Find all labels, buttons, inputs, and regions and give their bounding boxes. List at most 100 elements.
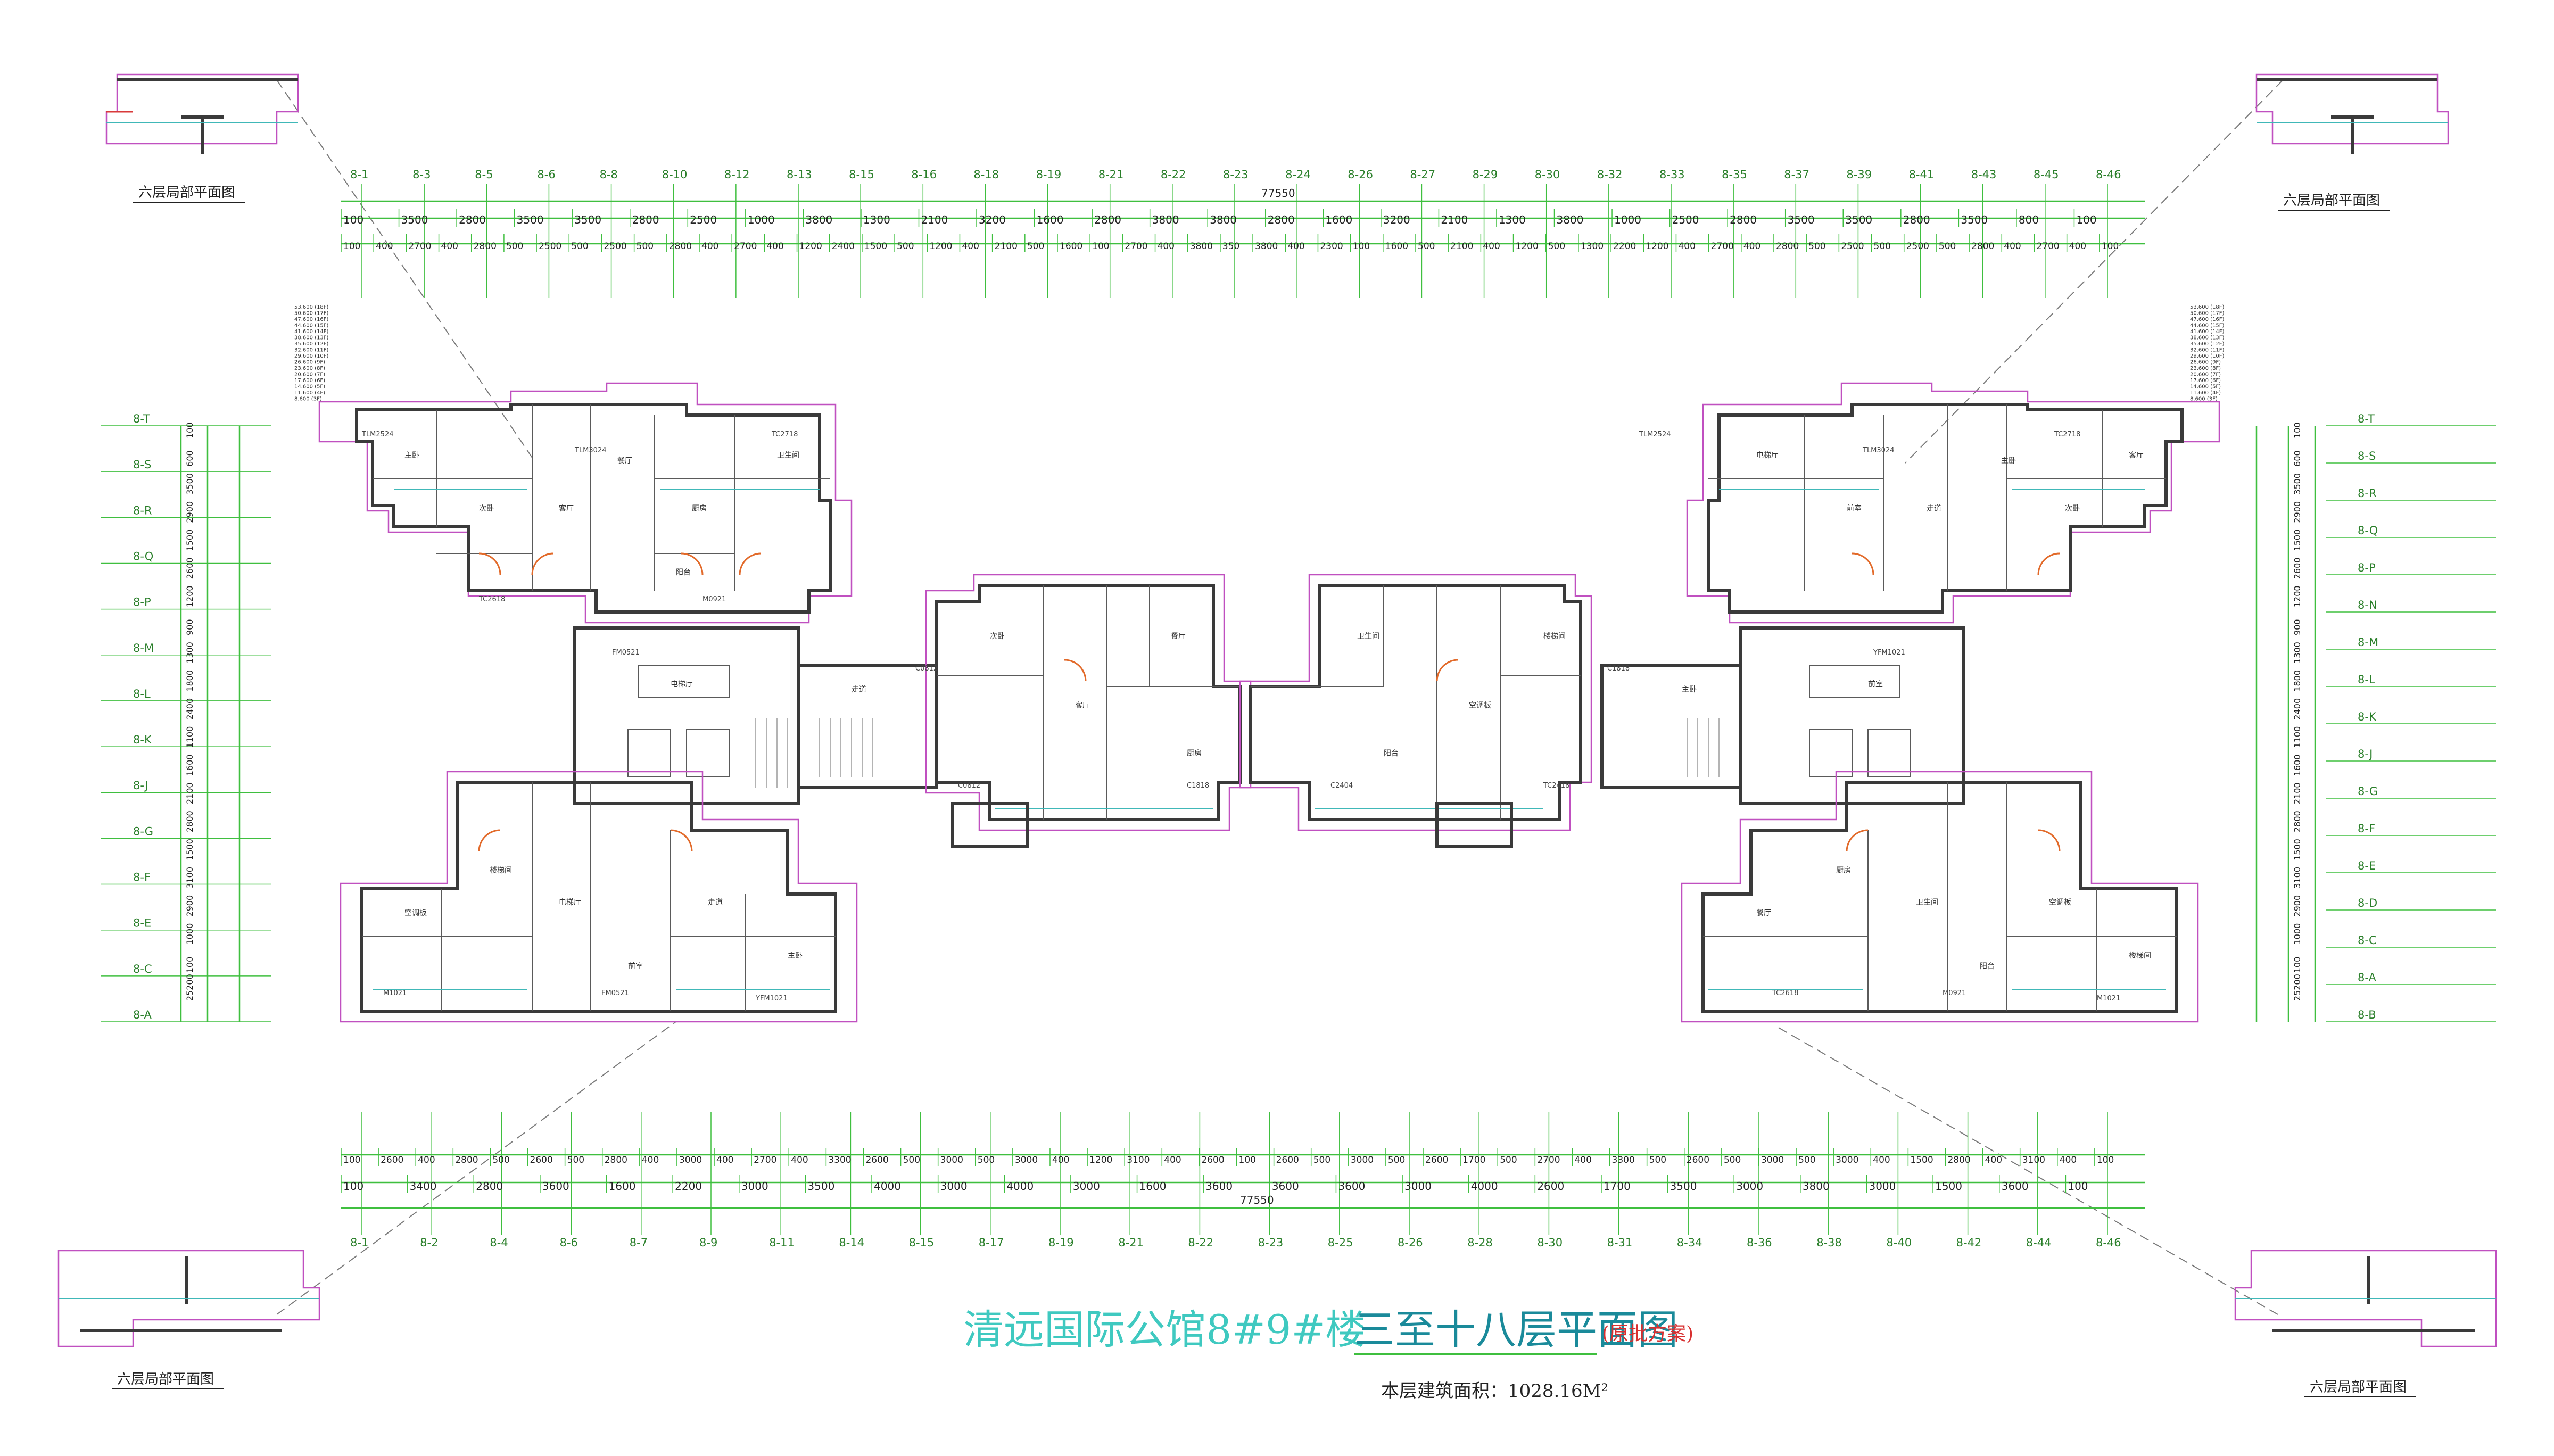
top-axis-label: 8-41 [1909,168,1935,181]
top-dimension-detail: 500 [637,241,654,252]
bottom-axis-label: 8-36 [1747,1236,1772,1249]
bottom-dimension-detail: 500 [1798,1155,1815,1165]
top-dimension-detail: 1200 [799,241,822,252]
top-dimension-detail: 1300 [1581,241,1604,252]
top-dimension-detail: 500 [1808,241,1825,252]
bottom-axis-label: 8-26 [1398,1236,1423,1249]
left-axis-label: 8-M [133,642,154,655]
top-axis-label: 8-27 [1410,168,1435,181]
top-axis-label: 8-3 [412,168,431,181]
top-axis-label: 8-22 [1161,168,1186,181]
bottom-axis-label: 8-46 [2096,1236,2121,1249]
bottom-dimension: 4000 [874,1180,901,1193]
top-axis-label: 8-39 [1846,168,1872,181]
top-dimension-detail: 1200 [929,241,952,252]
room-label: 厨房 [692,504,707,513]
top-dimension: 3500 [517,213,544,226]
top-dimension: 3500 [401,213,428,226]
right-dimension: 1100 [2292,726,2302,748]
title-block: 清远国际公馆8#9#楼 三至十八层平面图 (原批方案) 本层建筑面积：1028.… [963,1306,1693,1402]
bottom-dimension-detail: 1200 [1089,1155,1112,1165]
elevation-value: 47.600 (16F) [294,317,329,322]
detail-leaders [276,79,2284,1315]
top-dimension-detail: 2700 [1711,241,1734,252]
bottom-axis-label: 8-42 [1956,1236,1982,1249]
top-dimension: 3500 [1845,213,1872,226]
bottom-dimension-detail: 2600 [1201,1155,1224,1165]
bottom-dimension-detail: 400 [1164,1155,1181,1165]
top-axis-label: 8-30 [1535,168,1560,181]
elevation-value: 53.600 (18F) [2190,304,2225,310]
bottom-dimension: 1700 [1604,1180,1631,1193]
elevation-value: 32.600 (11F) [2190,348,2225,353]
bottom-dimension-detail: 2800 [605,1155,627,1165]
room-label: 卫生间 [777,451,799,460]
top-dimension-detail: 2500 [1841,241,1864,252]
window-door-code: TC2718 [2054,431,2080,439]
right-axis-label: 8-L [2358,673,2375,686]
bottom-dimension-detail: 2600 [1276,1155,1299,1165]
top-dimension: 3500 [574,213,601,226]
top-dimension: 1300 [863,213,890,226]
window-door-code: TLM3024 [574,446,606,454]
room-labels: 主卧次卧客厅餐厅厨房卫生间阳台空调板楼梯间电梯厅前室走道主卧次卧客厅餐厅厨房卫生… [361,431,2151,1003]
window-door-code: M1021 [383,989,407,997]
bottom-axis-label: 8-44 [2026,1236,2052,1249]
left-axis-label: 8-G [133,825,153,838]
bottom-dimension-detail: 100 [343,1155,360,1165]
elevation-value: 50.600 (17F) [2190,311,2225,317]
left-axis-label: 8-A [133,1008,152,1021]
window-door-code: TLM2524 [361,431,393,439]
elevation-value: 38.600 (13F) [2190,335,2225,341]
bottom-dimension: 2600 [1537,1180,1564,1193]
right-dimension: 2600 [2292,558,2302,580]
left-dimension: 1500 [185,839,195,861]
left-axis-label: 8-P [133,596,151,609]
bottom-dimension-detail: 2700 [1537,1155,1560,1165]
room-label: 前室 [1847,504,1862,513]
left-axis-label: 8-K [133,733,152,746]
top-axis-label: 8-6 [537,168,555,181]
bottom-dimension-detail: 500 [1724,1155,1741,1165]
top-dimension: 2800 [1730,213,1757,226]
top-dimension-detail: 100 [2102,241,2119,252]
bottom-dimension-detail: 3100 [2022,1155,2045,1165]
top-dimension: 2800 [1268,213,1295,226]
bottom-axis-label: 8-2 [420,1236,438,1249]
room-label: 走道 [852,685,866,694]
bottom-dimension: 3000 [1073,1180,1100,1193]
top-axis-label: 8-16 [911,168,937,181]
bottom-dimension-detail: 500 [492,1155,509,1165]
top-dimension: 3800 [1152,213,1179,226]
elevation-value: 29.600 (10F) [2190,353,2225,359]
right-axis-label: 8-K [2358,710,2377,723]
elevation-value: 35.600 (12F) [294,341,329,347]
bottom-dimension: 3000 [741,1180,768,1193]
top-dimension-detail: 2300 [1320,241,1343,252]
bottom-dimension-detail: 400 [1985,1155,2002,1165]
top-dimension-detail: 2800 [1776,241,1799,252]
top-dimension-detail: 2800 [1971,241,1994,252]
bottom-dimension-detail: 400 [2060,1155,2077,1165]
bottom-dimension: 3000 [1869,1180,1896,1193]
top-axis-label: 8-5 [475,168,493,181]
right-grid: 8-T8-S8-R8-Q8-P8-N8-M8-L8-K8-J8-G8-F8-E8… [2255,412,2496,1022]
right-dimension: 1300 [2292,642,2302,664]
top-dimension-detail: 100 [1353,241,1370,252]
window-door-code: TC2618 [478,595,505,603]
bottom-dimension-detail: 3000 [1015,1155,1038,1165]
elevation-value: 11.600 (4F) [294,390,325,396]
bottom-dimension-detail: 100 [2097,1155,2114,1165]
room-label: 次卧 [2065,504,2080,513]
bottom-dimension: 3000 [1736,1180,1763,1193]
top-dimension-detail: 100 [343,241,360,252]
left-dimension: 25200 [185,974,195,1001]
top-dimension-detail: 400 [1483,241,1500,252]
top-axis-label: 8-26 [1348,168,1373,181]
room-label: 前室 [628,962,643,971]
window-door-code: TLM3024 [1862,446,1894,454]
left-dimension: 1000 [185,923,195,945]
left-dimension: 1300 [185,642,195,664]
left-axis-label: 8-C [133,963,152,975]
